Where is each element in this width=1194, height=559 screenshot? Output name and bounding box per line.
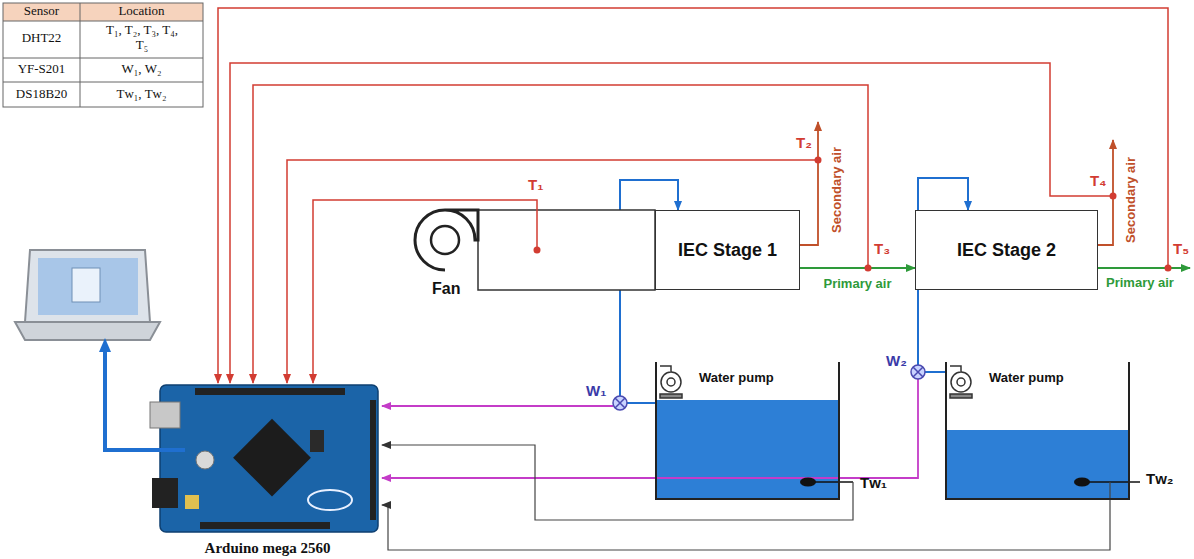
fan-label: Fan [432, 280, 460, 298]
sensor-tag: T₁ [528, 176, 543, 193]
sensor-tag: Tᴡ₂ [1146, 470, 1174, 487]
primary-air-outlet [1098, 267, 1190, 269]
arduino-node: Arduino mega 2560 [150, 383, 385, 557]
node-label: IEC Stage 2 [957, 240, 1056, 261]
edge-label: Primary air [824, 276, 892, 291]
sensor-tag: W₂ [886, 352, 907, 369]
water-temperature-sensor [800, 478, 1140, 487]
water-tank: Water pump [945, 362, 1130, 500]
laptop-icon [15, 250, 160, 340]
sensor-tag: W₁ [586, 382, 606, 399]
sensor-tag: T₃ [874, 240, 890, 257]
table-cell: T₁, T₂, T₃, T₄, T₅ [100, 23, 184, 53]
primary-air-flow [800, 267, 915, 269]
iec-stage-box: IEC Stage 2 [915, 210, 1098, 290]
table-cell: YF-S201 [3, 62, 80, 77]
node-label: Arduino mega 2560 [150, 540, 385, 557]
iec-stage-box: IEC Stage 1 [655, 210, 800, 290]
table-cell: Tᴡ₁, Tᴡ₂ [80, 87, 203, 102]
water-tank: Water pump [655, 362, 840, 500]
table-header: Location [80, 4, 203, 19]
arduino-board [150, 385, 378, 532]
water [947, 430, 1128, 498]
usb-data-arrow [105, 345, 185, 450]
table-cell: DHT22 [3, 31, 80, 46]
flow-meter-wires [382, 379, 918, 478]
sensor-tag: T₄ [1090, 172, 1106, 189]
air-stream-label: Primary air [1106, 276, 1174, 291]
flow-meter-symbol [613, 365, 925, 410]
fan-and-duct [415, 210, 655, 290]
sensor-tag: Tᴡ₁ [860, 474, 887, 491]
water-pump-symbol [660, 366, 972, 398]
sensor-tag: T₅ [1173, 240, 1189, 257]
air-stream-label: Secondary air [1124, 157, 1139, 243]
node-label: IEC Stage 1 [678, 240, 777, 261]
node-label: Water pump [699, 370, 774, 385]
table-cell: W₁, W₂ [80, 62, 203, 77]
sensor-wires [218, 8, 1168, 383]
table-header: Sensor [3, 4, 80, 19]
sensor-table [3, 3, 203, 107]
sensor-tag: T₂ [796, 134, 812, 151]
temperature-wires [382, 445, 1110, 550]
node-label: Water pump [989, 370, 1064, 385]
air-stream-label: Secondary air [830, 147, 845, 233]
water [657, 400, 838, 498]
table-cell: DS18B20 [3, 87, 80, 102]
